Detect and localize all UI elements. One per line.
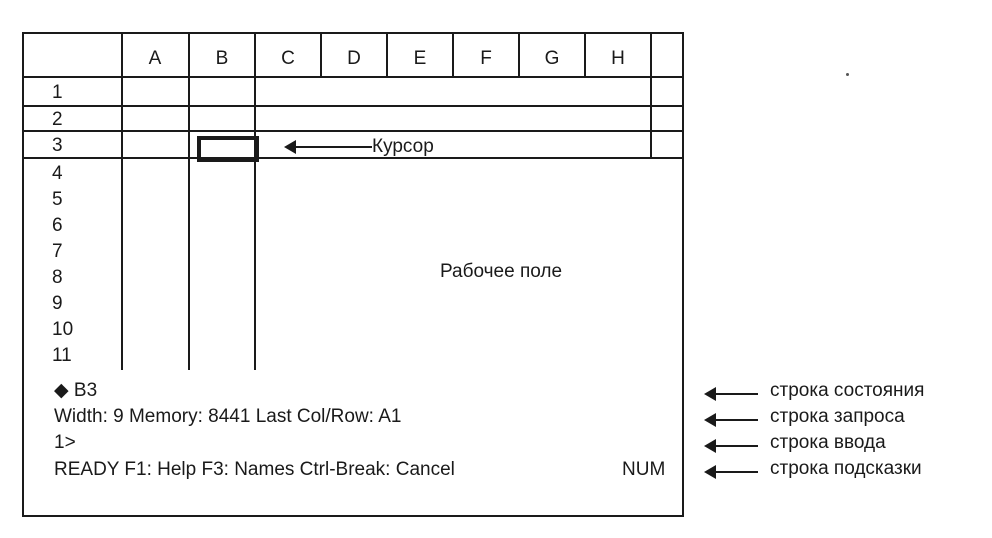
status-hint-line: READY F1: Help F3: Names Ctrl-Break: Can… <box>54 459 455 480</box>
column-header-a: A <box>148 48 162 69</box>
row-label-6: 6 <box>52 215 63 236</box>
status-query-line: Width: 9 Memory: 8441 Last Col/Row: A1 <box>54 406 402 427</box>
hint-line-label: строка подсказки <box>770 458 922 479</box>
row-label-11: 11 <box>52 345 72 366</box>
num-indicator: NUM <box>622 459 666 480</box>
query-line-arrow <box>704 413 758 427</box>
col-line-ef <box>452 34 454 77</box>
column-header-d: D <box>347 48 361 69</box>
stray-dot <box>846 73 849 76</box>
row-label-1: 1 <box>52 82 63 103</box>
cursor-arrow <box>284 140 372 154</box>
col-line-h-end <box>650 34 652 157</box>
column-header-b: B <box>215 48 229 69</box>
status-cell-line: ◆ B3 <box>54 380 98 401</box>
column-header-c: C <box>281 48 295 69</box>
query-line-label: строка запроса <box>770 406 905 427</box>
row-label-9: 9 <box>52 293 63 314</box>
column-header-e: E <box>413 48 427 69</box>
col-line-fg <box>518 34 520 77</box>
state-line-arrow <box>704 387 758 401</box>
row-label-2: 2 <box>52 109 63 130</box>
hint-line-arrow <box>704 465 758 479</box>
input-line-arrow <box>704 439 758 453</box>
col-line-ab <box>188 34 190 370</box>
cursor-cell-b3[interactable] <box>197 136 259 162</box>
row-label-10: 10 <box>52 319 74 340</box>
row-line-2 <box>24 130 682 132</box>
row-label-5: 5 <box>52 189 63 210</box>
row-line-1 <box>24 105 682 107</box>
column-header-f: F <box>480 48 492 69</box>
header-separator <box>24 76 682 78</box>
row-label-4: 4 <box>52 163 63 184</box>
row-line-3 <box>24 157 682 159</box>
col-line-bc <box>254 34 256 370</box>
status-input-line[interactable]: 1> <box>54 432 76 453</box>
state-line-label: строка состояния <box>770 380 925 401</box>
row-label-7: 7 <box>52 241 63 262</box>
input-line-label: строка ввода <box>770 432 886 453</box>
cursor-label: Курсор <box>372 136 434 157</box>
row-label-8: 8 <box>52 267 63 288</box>
col-line-cd <box>320 34 322 77</box>
col-line-de <box>386 34 388 77</box>
col-line-gh <box>584 34 586 77</box>
row-label-separator <box>121 34 123 370</box>
spreadsheet-frame: A B C D E F G H 1 2 3 4 5 6 7 8 9 10 11 … <box>22 32 684 517</box>
column-header-g: G <box>544 48 560 69</box>
column-header-h: H <box>611 48 625 69</box>
row-label-3: 3 <box>52 135 63 156</box>
workspace-label: Рабочее поле <box>440 261 563 282</box>
